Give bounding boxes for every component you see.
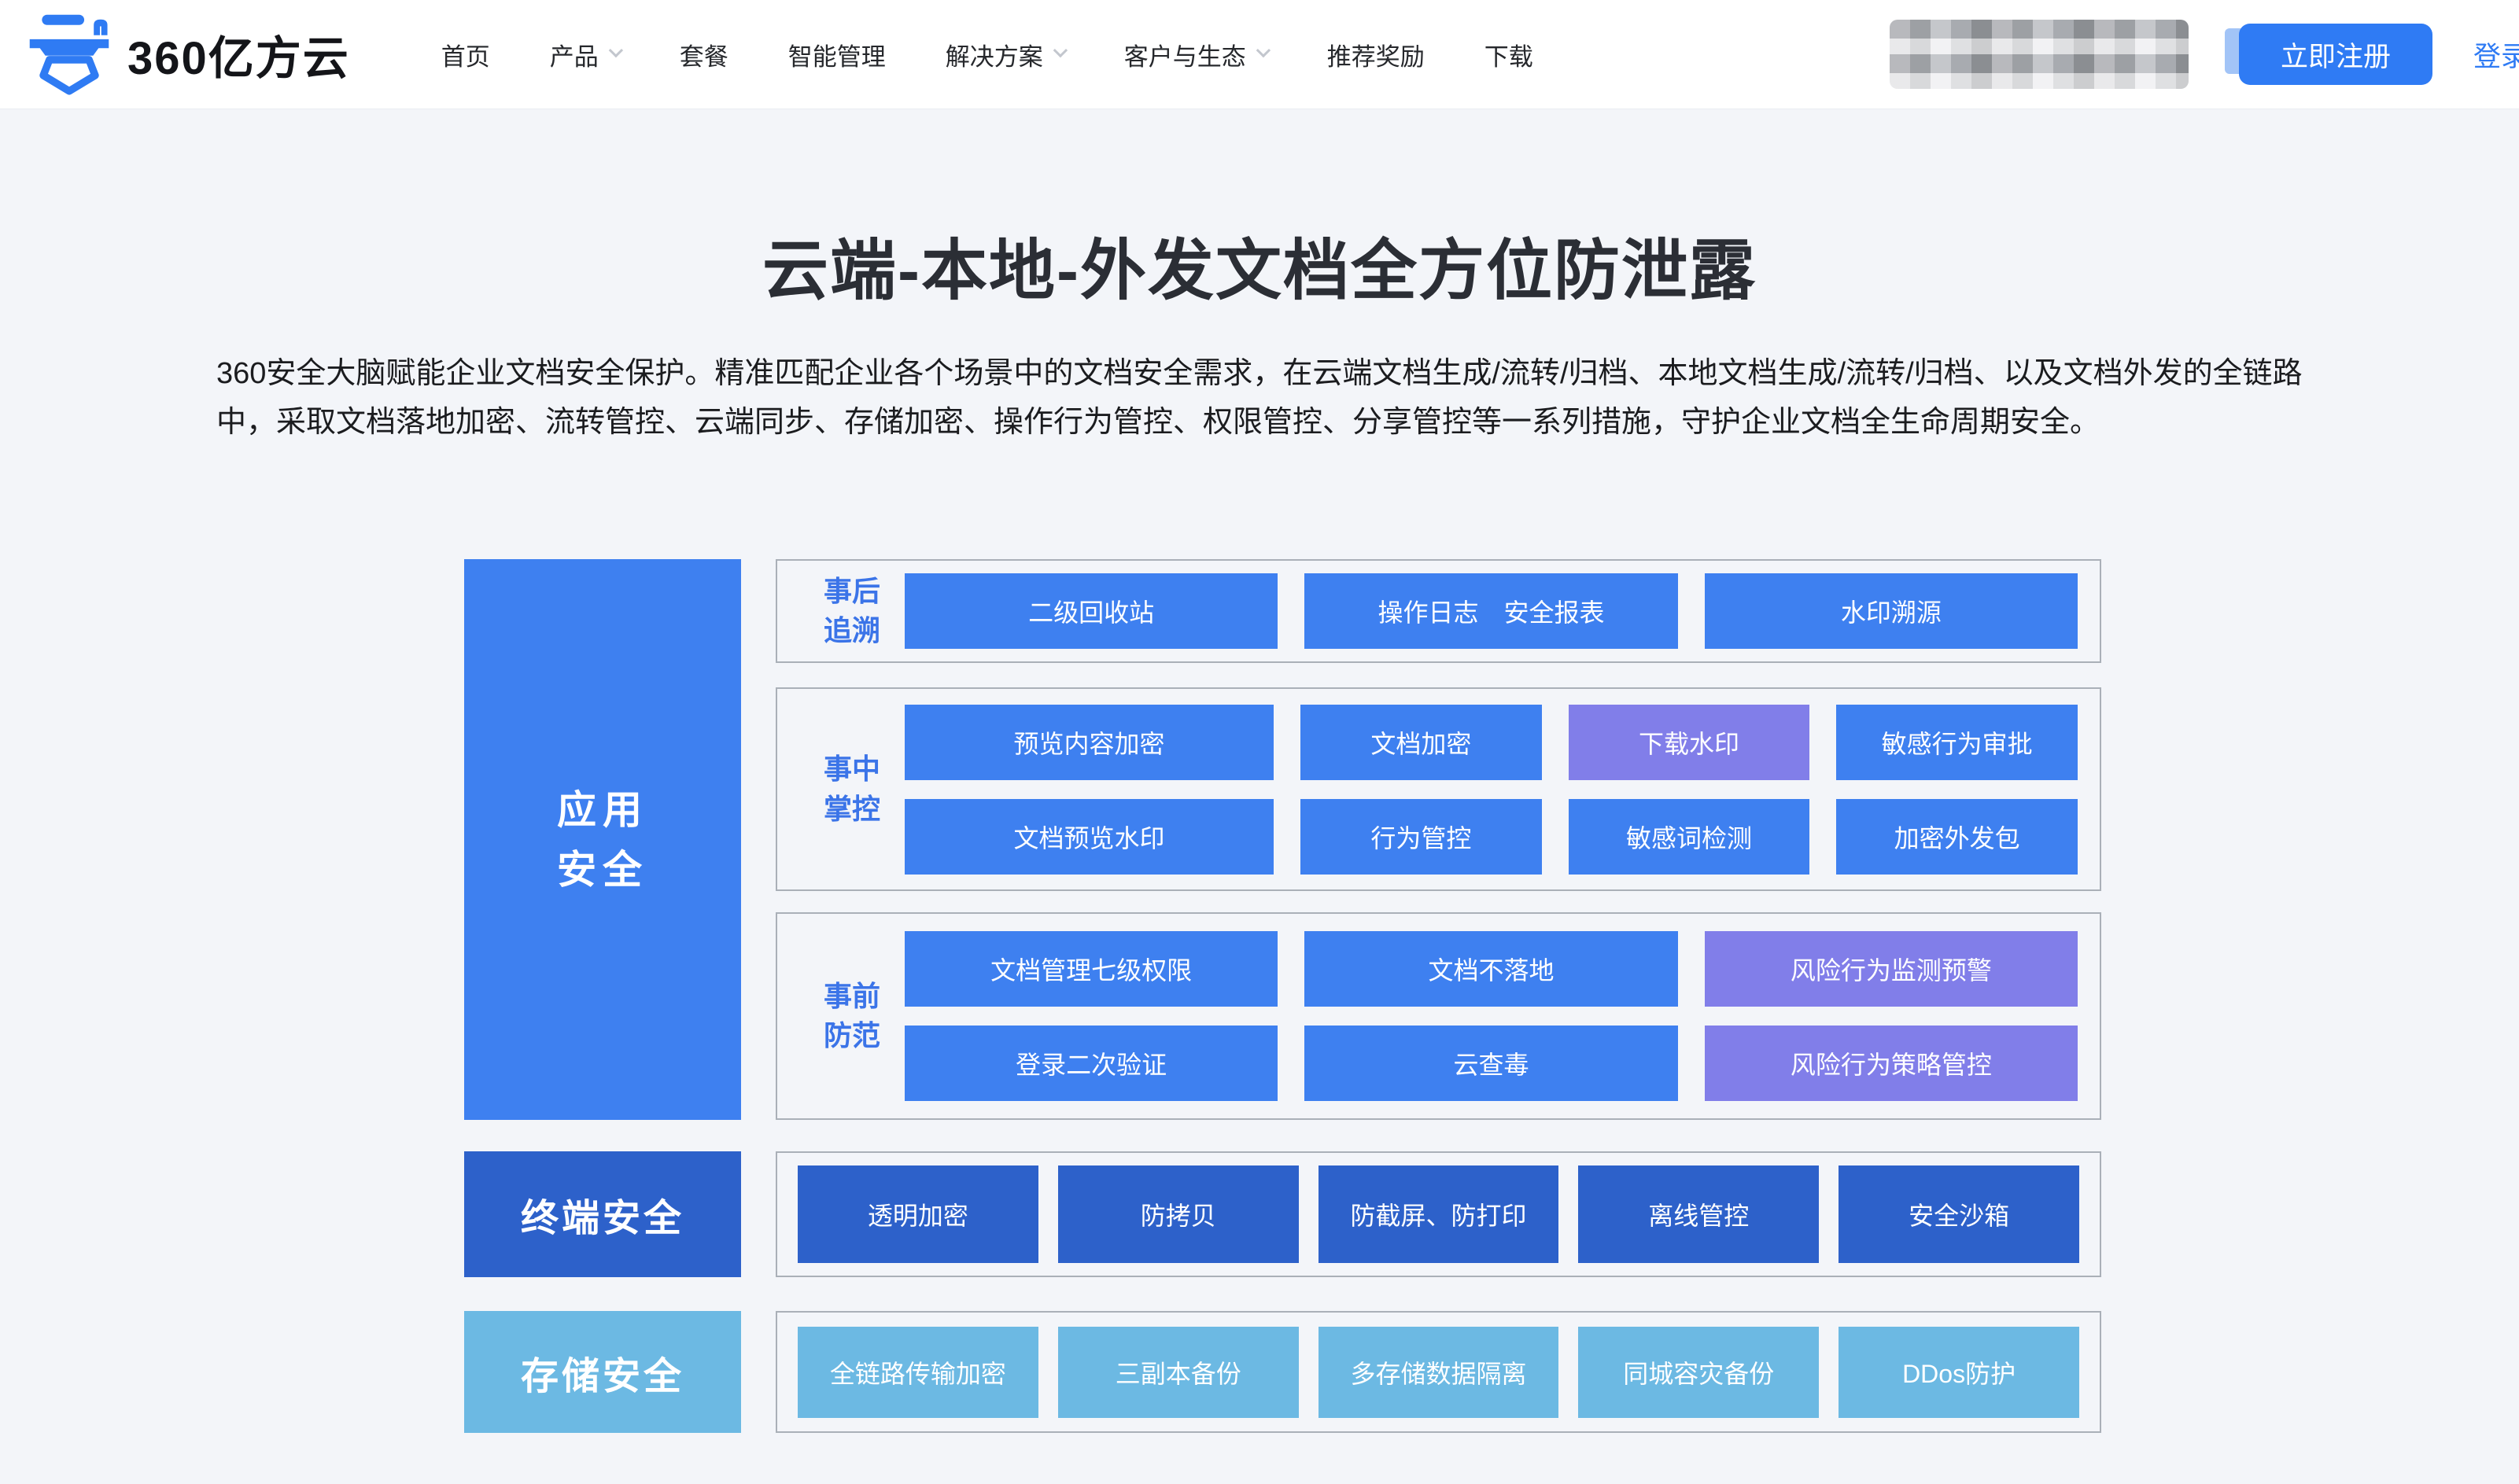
row-grid: 预览内容加密 文档加密 下载水印 敏感行为审批 文档预览水印 行为管控 敏感词检…	[905, 704, 2078, 875]
header: 360亿方云 首页 产品 套餐 智能管理 解决方案 客户与生态	[0, 0, 2519, 109]
nav-label: 首页	[441, 42, 490, 71]
nav-label: 解决方案	[945, 42, 1043, 71]
register-button[interactable]: 立即注册	[2238, 24, 2432, 85]
row-grid: 二级回收站 操作日志 安全报表 水印溯源	[905, 573, 2078, 649]
nav-label: 套餐	[679, 42, 728, 71]
diagram-rows: 事后 追溯 二级回收站 操作日志 安全报表 水印溯源 事中 掌控 预览内容加密 …	[776, 559, 2101, 1433]
nav-item-solutions[interactable]: 解决方案	[945, 37, 1068, 72]
nav-item-home[interactable]: 首页	[441, 37, 490, 72]
register-wrap: 立即注册	[2224, 24, 2432, 85]
row-label: 事中 掌控	[823, 753, 880, 825]
diagram-category-column: 应用 安全 终端安全 存储安全	[464, 559, 741, 1433]
feature-box: 二级回收站	[905, 573, 1278, 649]
nav-label: 智能管理	[787, 42, 886, 71]
feature-box: 风险行为监测预警	[1704, 931, 2078, 1007]
feature-box: 加密外发包	[1836, 798, 2078, 875]
feature-box: 文档预览水印	[905, 798, 1274, 875]
row-grid: 透明加密 防拷贝 防截屏、防打印 离线管控 安全沙箱	[798, 1165, 2079, 1263]
feature-box: 防截屏、防打印	[1318, 1165, 1559, 1263]
chevron-down-icon	[608, 42, 623, 57]
nav-item-referral-rewards[interactable]: 推荐奖励	[1327, 37, 1425, 72]
feature-box: 文档加密	[1300, 704, 1542, 780]
feature-box: 预览内容加密	[905, 704, 1274, 780]
category-app-security: 应用 安全	[464, 559, 741, 1120]
category-storage-security: 存储安全	[464, 1311, 741, 1433]
row-storage-security: 全链路传输加密 三副本备份 多存储数据隔离 同城容灾备份 DDos防护	[776, 1311, 2101, 1433]
nav-item-smart-management[interactable]: 智能管理	[788, 37, 886, 72]
feature-box: 风险行为策略管控	[1704, 1026, 2078, 1101]
feature-box: 多存储数据隔离	[1318, 1326, 1559, 1418]
feature-box: 透明加密	[798, 1165, 1038, 1263]
feature-box: 行为管控	[1300, 798, 1542, 875]
feature-box: 敏感词检测	[1568, 798, 1810, 875]
page-description: 360安全大脑赋能企业文档安全保护。精准匹配企业各个场景中的文档安全需求，在云端…	[216, 357, 2303, 439]
nav-item-products[interactable]: 产品	[549, 37, 623, 72]
feature-box: 文档管理七级权限	[905, 931, 1278, 1007]
feature-box: 云查毒	[1304, 1026, 1678, 1101]
page-title: 云端-本地-外发文档全方位防泄露	[762, 234, 1757, 307]
row-in-process-control: 事中 掌控 预览内容加密 文档加密 下载水印 敏感行为审批 文档预览水印 行为管…	[776, 687, 2101, 891]
feature-box: 三副本备份	[1057, 1326, 1299, 1418]
nav-item-download[interactable]: 下载	[1484, 37, 1533, 72]
nav-label: 推荐奖励	[1326, 42, 1425, 71]
feature-box: 敏感行为审批	[1836, 704, 2078, 780]
chevron-down-icon	[1256, 42, 1271, 57]
security-diagram: 应用 安全 终端安全 存储安全 事后 追溯 二级回收站 操作日志 安全报表 水印…	[464, 559, 2101, 1433]
phone-number-redacted	[1889, 20, 2189, 89]
login-link[interactable]: 登录	[2473, 41, 2519, 72]
feature-box: 安全沙箱	[1839, 1165, 2079, 1263]
logo-shield-icon	[28, 13, 110, 95]
nav-label: 下载	[1484, 42, 1533, 71]
nav-label: 产品	[549, 42, 599, 71]
feature-box: 离线管控	[1578, 1165, 1820, 1263]
row-pre-incident-prevention: 事前 防范 文档管理七级权限 文档不落地 风险行为监测预警 登录二次验证 云查毒…	[776, 912, 2101, 1120]
row-label: 事后 追溯	[823, 574, 880, 646]
row-label: 事前 防范	[823, 979, 880, 1051]
nav-item-customers-ecosystem[interactable]: 客户与生态	[1123, 37, 1271, 72]
nav-label: 客户与生态	[1123, 42, 1246, 71]
row-grid: 文档管理七级权限 文档不落地 风险行为监测预警 登录二次验证 云查毒 风险行为策…	[905, 931, 2078, 1101]
feature-box: 登录二次验证	[905, 1026, 1278, 1101]
logo-text: 360亿方云	[127, 33, 350, 84]
feature-box: DDos防护	[1839, 1326, 2079, 1418]
feature-box: 防拷贝	[1057, 1165, 1299, 1263]
chevron-down-icon	[1053, 42, 1068, 57]
header-right: 立即注册 登录	[1889, 0, 2519, 109]
row-post-incident-trace: 事后 追溯 二级回收站 操作日志 安全报表 水印溯源	[776, 559, 2101, 663]
feature-box: 全链路传输加密	[798, 1326, 1038, 1418]
feature-box: 同城容灾备份	[1578, 1326, 1820, 1418]
feature-box: 水印溯源	[1704, 573, 2078, 649]
feature-box: 文档不落地	[1304, 931, 1678, 1007]
feature-box: 操作日志 安全报表	[1304, 573, 1678, 649]
feature-box: 下载水印	[1568, 704, 1810, 780]
nav-item-packages[interactable]: 套餐	[680, 37, 728, 72]
row-grid: 全链路传输加密 三副本备份 多存储数据隔离 同城容灾备份 DDos防护	[798, 1326, 2079, 1418]
row-terminal-security: 透明加密 防拷贝 防截屏、防打印 离线管控 安全沙箱	[776, 1151, 2101, 1277]
main-nav: 首页 产品 套餐 智能管理 解决方案 客户与生态 推荐奖励	[441, 37, 1533, 72]
category-terminal-security: 终端安全	[464, 1151, 741, 1277]
logo[interactable]: 360亿方云	[28, 13, 350, 95]
